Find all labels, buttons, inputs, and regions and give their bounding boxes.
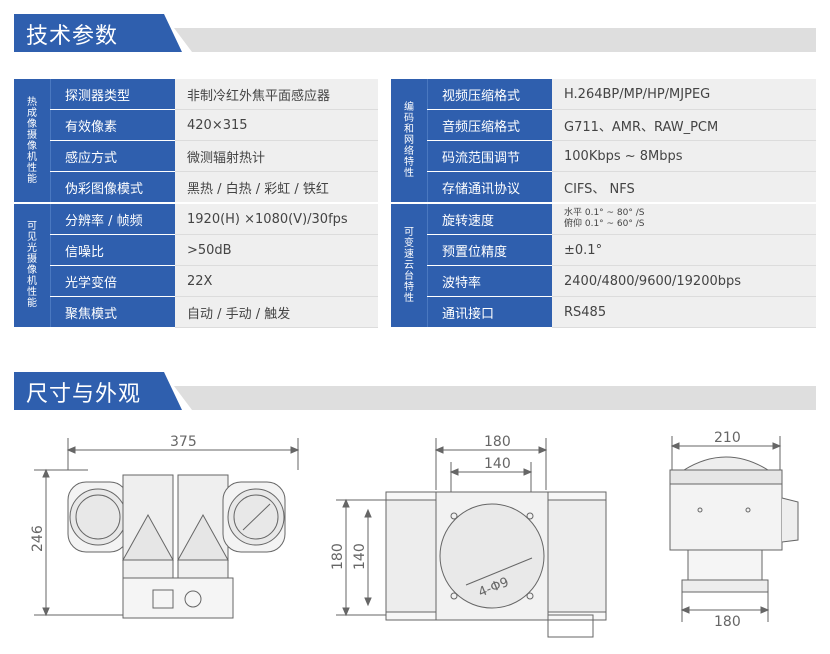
- group-label: 编码和网络特性: [391, 79, 428, 204]
- table-row: 音频压缩格式 G711、AMR、RAW_PCM: [391, 109, 816, 141]
- spec-value: H.264BP/MP/HP/MJPEG: [552, 79, 816, 110]
- table-row: 有效像素 420×315: [14, 109, 378, 141]
- front-view-drawing: 375 246: [30, 434, 300, 619]
- spec-key: 码流范围调节: [427, 140, 552, 172]
- spec-key: 有效像素: [50, 109, 175, 141]
- spec-key: 通讯接口: [427, 296, 552, 328]
- spec-value: 非制冷红外焦平面感应器: [175, 79, 378, 110]
- table-row: 聚焦模式 自动 / 手动 / 触发: [14, 296, 378, 328]
- spec-value: 黑热 / 白热 / 彩虹 / 铁红: [175, 171, 378, 204]
- spec-value: 2400/4800/9600/19200bps: [552, 265, 816, 297]
- dimension-label-outer-height: 180: [330, 543, 346, 570]
- spec-key: 聚焦模式: [50, 296, 175, 328]
- group-label: 可见光摄像机性能: [14, 203, 51, 329]
- table-row: 感应方式 微测辐射热计: [14, 140, 378, 172]
- section-header-dimensions: 尺寸与外观: [14, 372, 816, 410]
- spec-value: >50dB: [175, 234, 378, 266]
- spec-key: 光学变倍: [50, 265, 175, 297]
- spec-key: 存储通讯协议: [427, 171, 552, 204]
- table-row: 伪彩图像模式 黑热 / 白热 / 彩虹 / 铁红: [14, 171, 378, 204]
- spec-key: 视频压缩格式: [427, 79, 552, 110]
- group-label: 热成像摄像机性能: [14, 79, 51, 204]
- spec-value: 微测辐射热计: [175, 140, 378, 172]
- dimension-label-inner-height: 140: [352, 543, 368, 570]
- side-view-drawing: 210 180: [669, 430, 799, 630]
- group-label: 可变速云台特性: [391, 203, 428, 329]
- table-row: 光学变倍 22X: [14, 265, 378, 297]
- dimension-label-top: 210: [714, 430, 741, 446]
- spec-value: 自动 / 手动 / 触发: [175, 296, 378, 328]
- section-title: 技术参数: [26, 24, 119, 49]
- table-row: 通讯接口 RS485: [391, 296, 816, 328]
- spec-value: 100Kbps ~ 8Mbps: [552, 140, 816, 172]
- header-bar-shape: [14, 372, 816, 410]
- table-row: 热成像摄像机性能 探测器类型 非制冷红外焦平面感应器: [14, 79, 378, 204]
- spec-value: G711、AMR、RAW_PCM: [552, 109, 816, 141]
- table-row: 波特率 2400/4800/9600/19200bps: [391, 265, 816, 297]
- dimension-label-bottom: 180: [714, 614, 741, 630]
- right-spec-table: 编码和网络特性 视频压缩格式 H.264BP/MP/HP/MJPEG 音频压缩格…: [391, 79, 816, 329]
- spec-value: 1920(H) ×1080(V)/30fps: [175, 203, 378, 235]
- table-row: 预置位精度 ±0.1°: [391, 234, 816, 266]
- table-row: 码流范围调节 100Kbps ~ 8Mbps: [391, 140, 816, 172]
- spec-value: 水平 0.1° ~ 80° /S 俯仰 0.1° ~ 60° /S: [552, 203, 816, 235]
- table-row: 可见光摄像机性能 分辨率 / 帧频 1920(H) ×1080(V)/30fps: [14, 203, 378, 329]
- spec-value: ±0.1°: [552, 234, 816, 266]
- section-title: 尺寸与外观: [26, 382, 142, 407]
- spec-key: 信噪比: [50, 234, 175, 266]
- top-view-drawing: 180 140 180 140 4-Φ9: [330, 434, 607, 638]
- table-row: 编码和网络特性 视频压缩格式 H.264BP/MP/HP/MJPEG: [391, 79, 816, 204]
- left-spec-table: 热成像摄像机性能 探测器类型 非制冷红外焦平面感应器 有效像素 420×315 …: [14, 79, 378, 329]
- spec-key: 探测器类型: [50, 79, 175, 110]
- table-row: 存储通讯协议 CIFS、 NFS: [391, 171, 816, 204]
- spec-key: 感应方式: [50, 140, 175, 172]
- spec-key: 音频压缩格式: [427, 109, 552, 141]
- dimension-label-width: 375: [170, 434, 197, 450]
- spec-value: RS485: [552, 296, 816, 328]
- spec-value: CIFS、 NFS: [552, 171, 816, 204]
- dimension-label-outer-width: 180: [484, 434, 511, 450]
- spec-value-line: 俯仰 0.1° ~ 60° /S: [564, 219, 645, 229]
- table-row: 信噪比 >50dB: [14, 234, 378, 266]
- header-bar-shape: [14, 14, 816, 52]
- spec-value: 22X: [175, 265, 378, 297]
- spec-key: 旋转速度: [427, 203, 552, 235]
- spec-key: 波特率: [427, 265, 552, 297]
- spec-value-line: 水平 0.1° ~ 80° /S: [564, 208, 645, 218]
- spec-value: 420×315: [175, 109, 378, 141]
- spec-key: 伪彩图像模式: [50, 171, 175, 204]
- dimension-label-inner-width: 140: [484, 456, 511, 472]
- section-header-tech-params: 技术参数: [14, 14, 816, 52]
- spec-key: 预置位精度: [427, 234, 552, 266]
- dimension-label-height: 246: [30, 525, 46, 552]
- table-row: 可变速云台特性 旋转速度 水平 0.1° ~ 80° /S 俯仰 0.1° ~ …: [391, 203, 816, 329]
- spec-key: 分辨率 / 帧频: [50, 203, 175, 235]
